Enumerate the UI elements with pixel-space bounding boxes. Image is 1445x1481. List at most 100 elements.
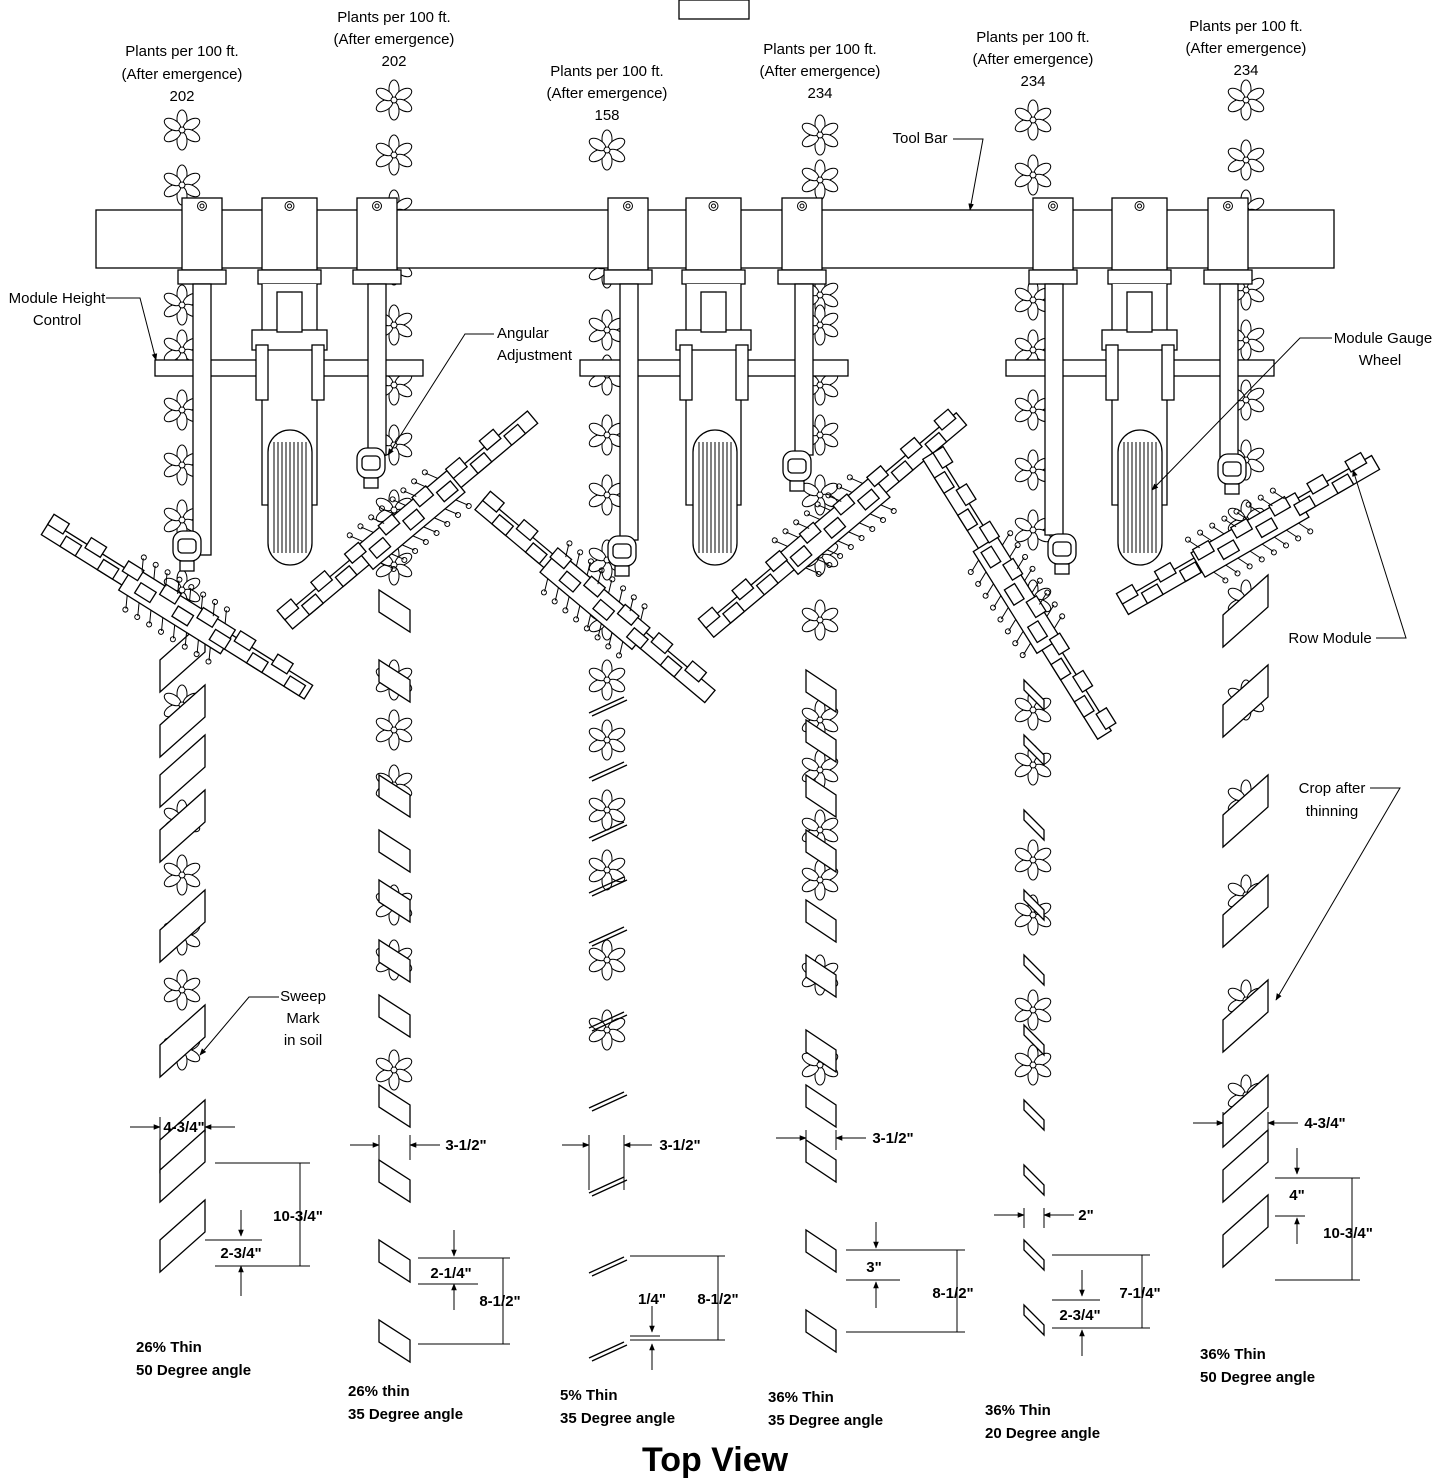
svg-text:234: 234 xyxy=(807,85,832,102)
sweep-mark xyxy=(1023,1023,1045,1057)
row-unit-shank xyxy=(1219,283,1239,461)
sweep-mark xyxy=(805,953,837,999)
crop-plant xyxy=(586,659,628,701)
svg-text:Crop after: Crop after xyxy=(1299,780,1366,797)
sweep-mark xyxy=(378,588,411,634)
crop-plant xyxy=(586,129,628,171)
svg-text:8-1/2": 8-1/2" xyxy=(697,1291,738,1308)
svg-text:20 Degree angle: 20 Degree angle xyxy=(985,1425,1100,1442)
svg-text:thinning: thinning xyxy=(1306,803,1359,820)
sweep-mark xyxy=(1023,678,1045,712)
callout-sweep-mark: Sweep Mark in soil xyxy=(199,988,326,1056)
callout-angular-adjustment: Angular Adjustment xyxy=(387,325,573,456)
crop-plant xyxy=(1225,139,1267,181)
row-header-1: Plants per 100 ft. (After emergence) 202 xyxy=(122,43,243,105)
sweep-mark xyxy=(805,773,837,819)
sweep-mark xyxy=(588,761,628,782)
row-module-blades xyxy=(474,490,716,704)
svg-text:3-1/2": 3-1/2" xyxy=(445,1137,486,1154)
svg-text:35 Degree angle: 35 Degree angle xyxy=(768,1412,883,1429)
svg-text:Angular: Angular xyxy=(497,325,549,342)
title-block-box xyxy=(678,0,750,20)
svg-text:4-3/4": 4-3/4" xyxy=(163,1119,204,1136)
row-note-6: 36% Thin 50 Degree angle xyxy=(1200,1346,1315,1386)
sweep-mark xyxy=(159,1198,206,1274)
svg-text:2-3/4": 2-3/4" xyxy=(1059,1307,1100,1324)
svg-text:234: 234 xyxy=(1233,62,1258,79)
svg-text:(After emergence): (After emergence) xyxy=(334,31,455,48)
view-title: Top View xyxy=(642,1441,789,1479)
svg-text:3-1/2": 3-1/2" xyxy=(872,1130,913,1147)
crop-plant xyxy=(1225,79,1267,121)
svg-text:50 Degree angle: 50 Degree angle xyxy=(1200,1369,1315,1386)
sweep-mark xyxy=(378,993,411,1039)
svg-text:Adjustment: Adjustment xyxy=(497,347,573,364)
row-header-5: Plants per 100 ft. (After emergence) 234 xyxy=(973,29,1094,90)
sweep-mark xyxy=(1222,663,1269,739)
sweep-mark xyxy=(805,718,837,764)
sweep-mark xyxy=(588,876,628,897)
svg-text:Row Module: Row Module xyxy=(1288,630,1371,647)
svg-text:4-3/4": 4-3/4" xyxy=(1304,1115,1345,1132)
angular-adjustment-knob xyxy=(172,530,202,572)
crop-plant xyxy=(373,134,415,176)
svg-text:(After emergence): (After emergence) xyxy=(547,85,668,102)
sweep-mark xyxy=(805,668,837,714)
svg-text:4": 4" xyxy=(1289,1187,1304,1204)
gauge-wheel-mount xyxy=(681,197,746,285)
crop-plant xyxy=(1012,839,1054,881)
angular-adjustment-knob xyxy=(1047,533,1077,575)
svg-text:Tool Bar: Tool Bar xyxy=(892,130,947,147)
svg-text:1/4": 1/4" xyxy=(638,1291,666,1308)
svg-text:Sweep: Sweep xyxy=(280,988,326,1005)
svg-text:202: 202 xyxy=(169,88,194,105)
svg-text:2-1/4": 2-1/4" xyxy=(430,1265,471,1282)
sweep-mark xyxy=(588,696,628,717)
sweep-mark xyxy=(588,1341,628,1362)
angular-adjustment-knob xyxy=(607,535,637,577)
svg-text:(After emergence): (After emergence) xyxy=(1186,40,1307,57)
row-unit-clamp xyxy=(777,197,827,285)
sweep-mark xyxy=(805,1228,837,1274)
row-module-blades xyxy=(1115,451,1381,616)
sweep-mark xyxy=(378,1083,411,1129)
crop-plant xyxy=(373,79,415,121)
sweep-mark xyxy=(159,683,206,759)
sweep-mark xyxy=(378,938,411,984)
svg-text:7-1/4": 7-1/4" xyxy=(1119,1285,1160,1302)
row-note-2: 26% thin 35 Degree angle xyxy=(348,1383,463,1423)
svg-text:Module Gauge: Module Gauge xyxy=(1334,330,1432,347)
sweep-mark xyxy=(1023,1238,1045,1272)
sweep-mark xyxy=(1222,773,1269,849)
svg-text:26% Thin: 26% Thin xyxy=(136,1339,202,1356)
angular-adjustment-knob xyxy=(356,447,386,489)
svg-text:158: 158 xyxy=(594,107,619,124)
crop-plant xyxy=(1012,1044,1054,1086)
crop-plant xyxy=(799,114,841,156)
row-header-6: Plants per 100 ft. (After emergence) 234 xyxy=(1186,18,1307,79)
sweep-mark xyxy=(1023,1303,1045,1337)
row-unit-clamp xyxy=(1203,197,1253,285)
crop-plant xyxy=(1012,154,1054,196)
row-module-blades xyxy=(40,513,314,700)
gauge-wheel-assembly xyxy=(251,284,328,566)
sweep-mark xyxy=(378,1158,411,1204)
row-unit-shank xyxy=(1044,283,1064,536)
sweep-mark xyxy=(805,1028,837,1074)
sweep-mark xyxy=(378,1238,411,1284)
row-unit-shank xyxy=(794,283,814,456)
svg-text:36% Thin: 36% Thin xyxy=(768,1389,834,1406)
gauge-wheel-mount xyxy=(1107,197,1172,285)
svg-text:Mark: Mark xyxy=(286,1010,320,1027)
crop-plant xyxy=(373,709,415,751)
callout-row-module: Row Module xyxy=(1288,469,1407,647)
svg-text:35 Degree angle: 35 Degree angle xyxy=(560,1410,675,1427)
row-unit-clamp xyxy=(177,197,227,285)
svg-text:Wheel: Wheel xyxy=(1359,352,1402,369)
sweep-mark xyxy=(805,898,837,944)
row-units xyxy=(40,197,1381,741)
row-module-blades xyxy=(697,408,968,639)
row-header-4: Plants per 100 ft. (After emergence) 234 xyxy=(760,41,881,102)
svg-text:3": 3" xyxy=(866,1259,881,1276)
